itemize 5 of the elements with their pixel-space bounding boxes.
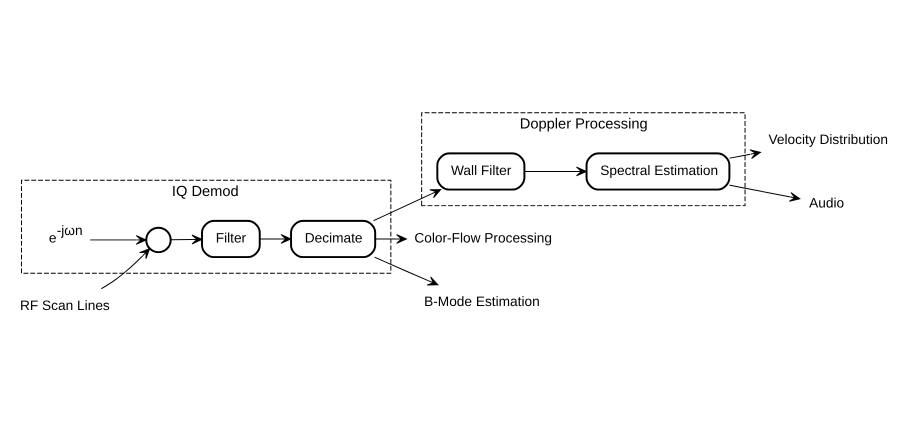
node-text: Audio: [809, 194, 844, 210]
node-text: Color-Flow Processing: [414, 230, 552, 246]
node-text: RF Scan Lines: [20, 298, 110, 313]
node-text: Velocity Distribution: [768, 131, 888, 146]
node-text: B-Mode Estimation: [424, 294, 540, 309]
